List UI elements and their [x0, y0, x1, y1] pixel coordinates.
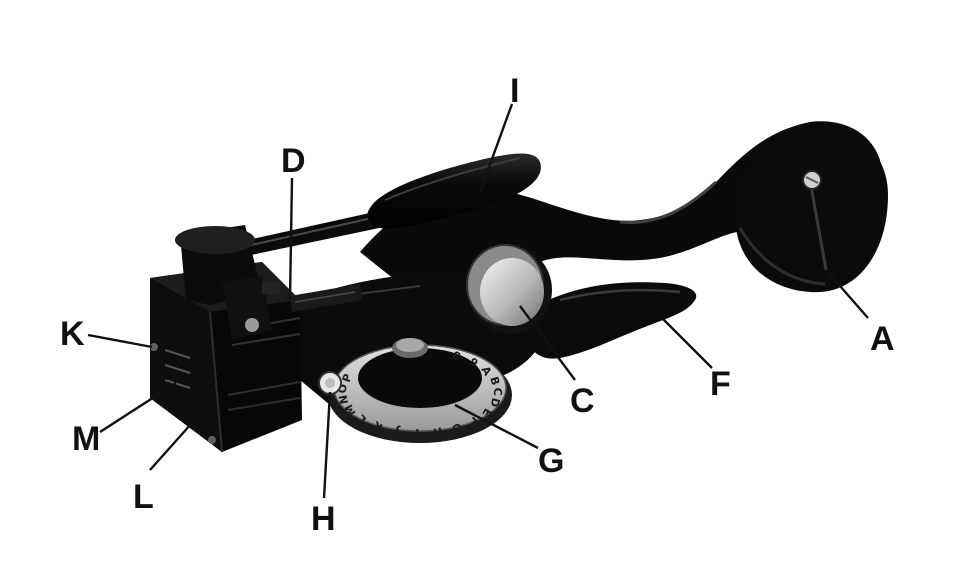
callout-k: K — [60, 315, 85, 353]
leader-h — [322, 391, 332, 499]
callout-m: M — [72, 420, 100, 458]
leader-k — [87, 333, 153, 349]
dial-letter: N — [337, 394, 351, 405]
leader-i — [478, 103, 514, 193]
dial-letter: C — [491, 388, 504, 396]
roller-screw — [245, 318, 259, 332]
index-button — [318, 371, 342, 395]
front-screw-k — [150, 343, 158, 351]
dial-letter: I — [415, 426, 420, 439]
callout-f: F — [710, 365, 731, 403]
callout-d: D — [281, 142, 306, 180]
callout-h: H — [311, 500, 336, 538]
trigger-lever — [526, 282, 697, 359]
leader-a — [825, 269, 869, 319]
dial-letter: H — [432, 424, 444, 439]
leader-d — [288, 177, 294, 301]
dial-letter: M — [342, 402, 359, 418]
dial-letter: B — [487, 375, 502, 387]
leader-g — [454, 403, 539, 450]
grip-sleeve — [367, 153, 541, 229]
callout-g: G — [538, 442, 564, 480]
dial-letter: D — [487, 396, 502, 408]
callout-c: C — [570, 382, 595, 420]
callout-labels: A C D F G H I K L M — [60, 72, 895, 538]
leader-f — [661, 317, 713, 369]
callout-l: L — [133, 478, 154, 516]
leader-l — [149, 404, 209, 471]
front-screw-l — [208, 436, 216, 444]
dial-letter: O — [336, 384, 350, 394]
tape-guide — [290, 284, 362, 312]
leader-lines — [87, 103, 869, 499]
callout-i: I — [510, 72, 519, 110]
tape-reel-housing — [735, 125, 888, 293]
adjustment-knob — [466, 244, 552, 334]
callout-a: A — [870, 320, 895, 358]
feed-roller — [175, 225, 280, 340]
leader-m — [99, 381, 177, 434]
leader-c — [519, 305, 576, 381]
dial-letter: J — [393, 424, 402, 438]
